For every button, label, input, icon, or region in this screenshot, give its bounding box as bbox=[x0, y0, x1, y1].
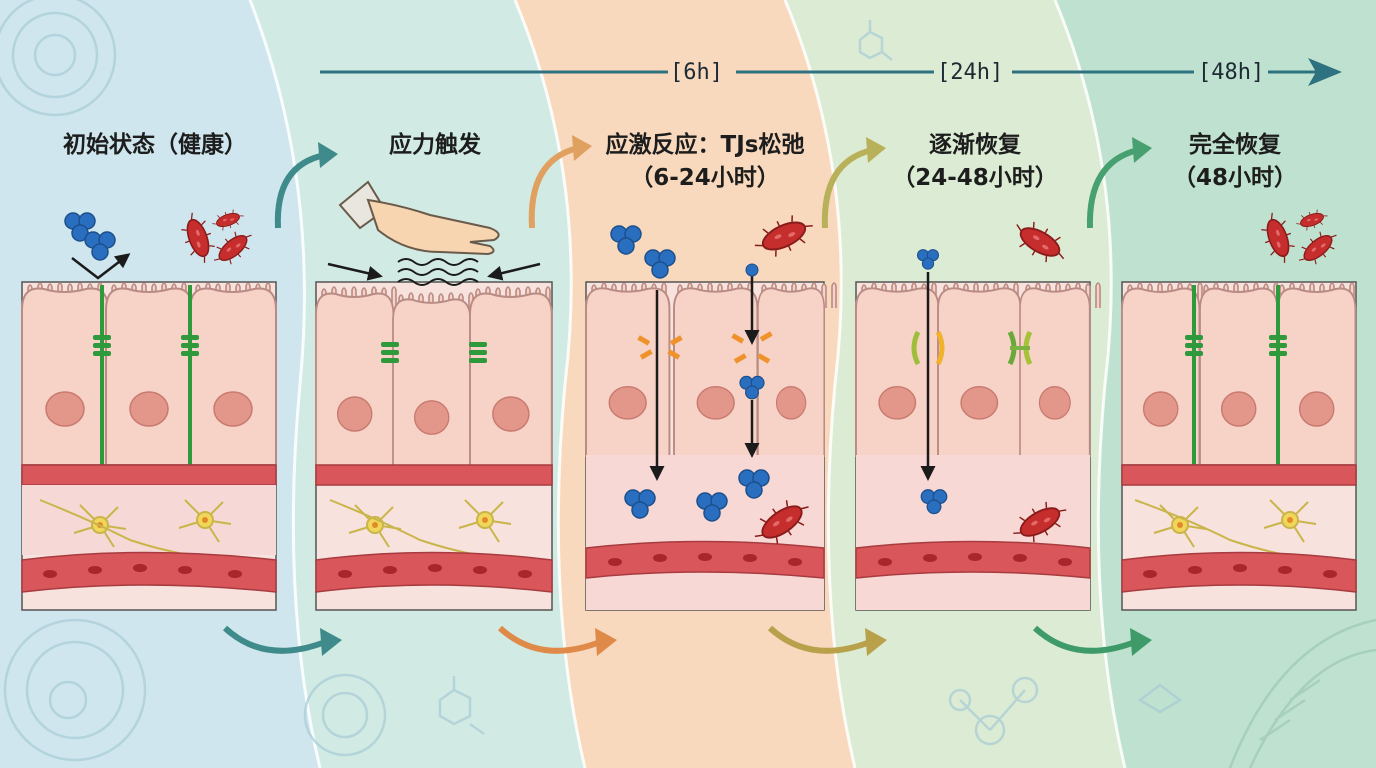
panel-3-title: 应激反应：TJs松弛 bbox=[605, 132, 805, 158]
tight-junction-icon bbox=[469, 342, 487, 363]
panel-3-subtitle: （6-24小时） bbox=[630, 165, 780, 191]
recovering-junction-icon bbox=[911, 330, 1033, 366]
tight-junction-icon bbox=[1269, 335, 1287, 356]
transition-arrows-top bbox=[274, 135, 1152, 229]
panel-2-title: 应力触发 bbox=[389, 132, 481, 158]
blocked-arrow-icon bbox=[71, 253, 131, 280]
panel-5-title: 完全恢复 bbox=[1189, 132, 1281, 158]
tight-junction-icon bbox=[93, 335, 111, 356]
panel-5-tissue bbox=[1121, 206, 1357, 611]
tight-junction-icon bbox=[381, 342, 399, 363]
panel-1-title: 初始状态（健康） bbox=[63, 132, 247, 158]
panel-4-title: 逐渐恢复 bbox=[929, 132, 1021, 158]
hand-icon bbox=[338, 180, 500, 256]
panel-5-subtitle: （48小时） bbox=[1172, 165, 1297, 191]
timeline bbox=[320, 58, 1342, 86]
timeline-marker-24h: [24h] bbox=[937, 60, 1004, 85]
panel-2-tissue bbox=[315, 180, 553, 611]
transition-arrows-bottom bbox=[222, 625, 1152, 656]
relaxed-junction-icon bbox=[637, 331, 773, 364]
timeline-marker-48h: [48h] bbox=[1198, 60, 1265, 85]
timeline-marker-6h: [6h] bbox=[670, 60, 723, 85]
panel-1-tissue bbox=[21, 206, 277, 611]
tight-junction-icon bbox=[1185, 335, 1203, 356]
panel-4-subtitle: （24-48小时） bbox=[892, 165, 1058, 191]
panel-4-tissue bbox=[855, 213, 1101, 611]
panel-3-tissue bbox=[585, 207, 837, 611]
stress-waves-icon bbox=[397, 258, 479, 286]
tight-junction-icon bbox=[181, 335, 199, 356]
